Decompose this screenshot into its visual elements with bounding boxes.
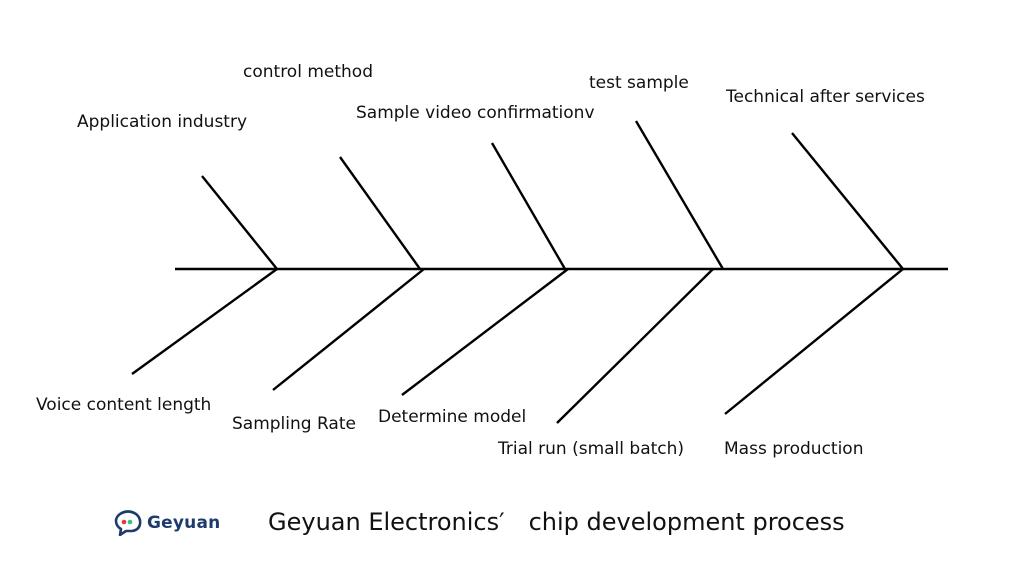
upper-bone-3 [490,142,567,270]
lower-bone-1 [131,268,278,375]
chat-bubble-icon [114,510,142,536]
label-control-method: control method [243,62,373,82]
label-sampling-rate: Sampling Rate [232,414,356,434]
label-test-sample: test sample [589,73,689,93]
upper-bone-5 [791,132,904,270]
lower-bone-3 [401,268,569,396]
lower-bone-4 [556,268,714,424]
geyuan-logo: Geyuan [114,510,220,536]
upper-bone-2 [339,156,421,270]
upper-bone-1 [201,175,278,270]
lower-bone-5 [724,268,904,415]
logo-wordmark: Geyuan [147,513,221,533]
label-voice-content-length: Voice content length [36,395,212,415]
upper-bone-4 [634,120,725,270]
diagram-caption: Geyuan Electronics′ chip development pro… [268,508,845,536]
lower-bone-2 [272,268,425,391]
label-sample-video-confirmation: Sample video confirmationv [356,103,595,123]
label-determine-model: Determine model [378,407,527,427]
label-application-industry: Application industry [77,112,248,132]
label-technical-after-services: Technical after services [726,87,925,107]
label-mass-production: Mass production [724,439,864,459]
label-trial-run: Trial run (small batch) [498,439,685,459]
